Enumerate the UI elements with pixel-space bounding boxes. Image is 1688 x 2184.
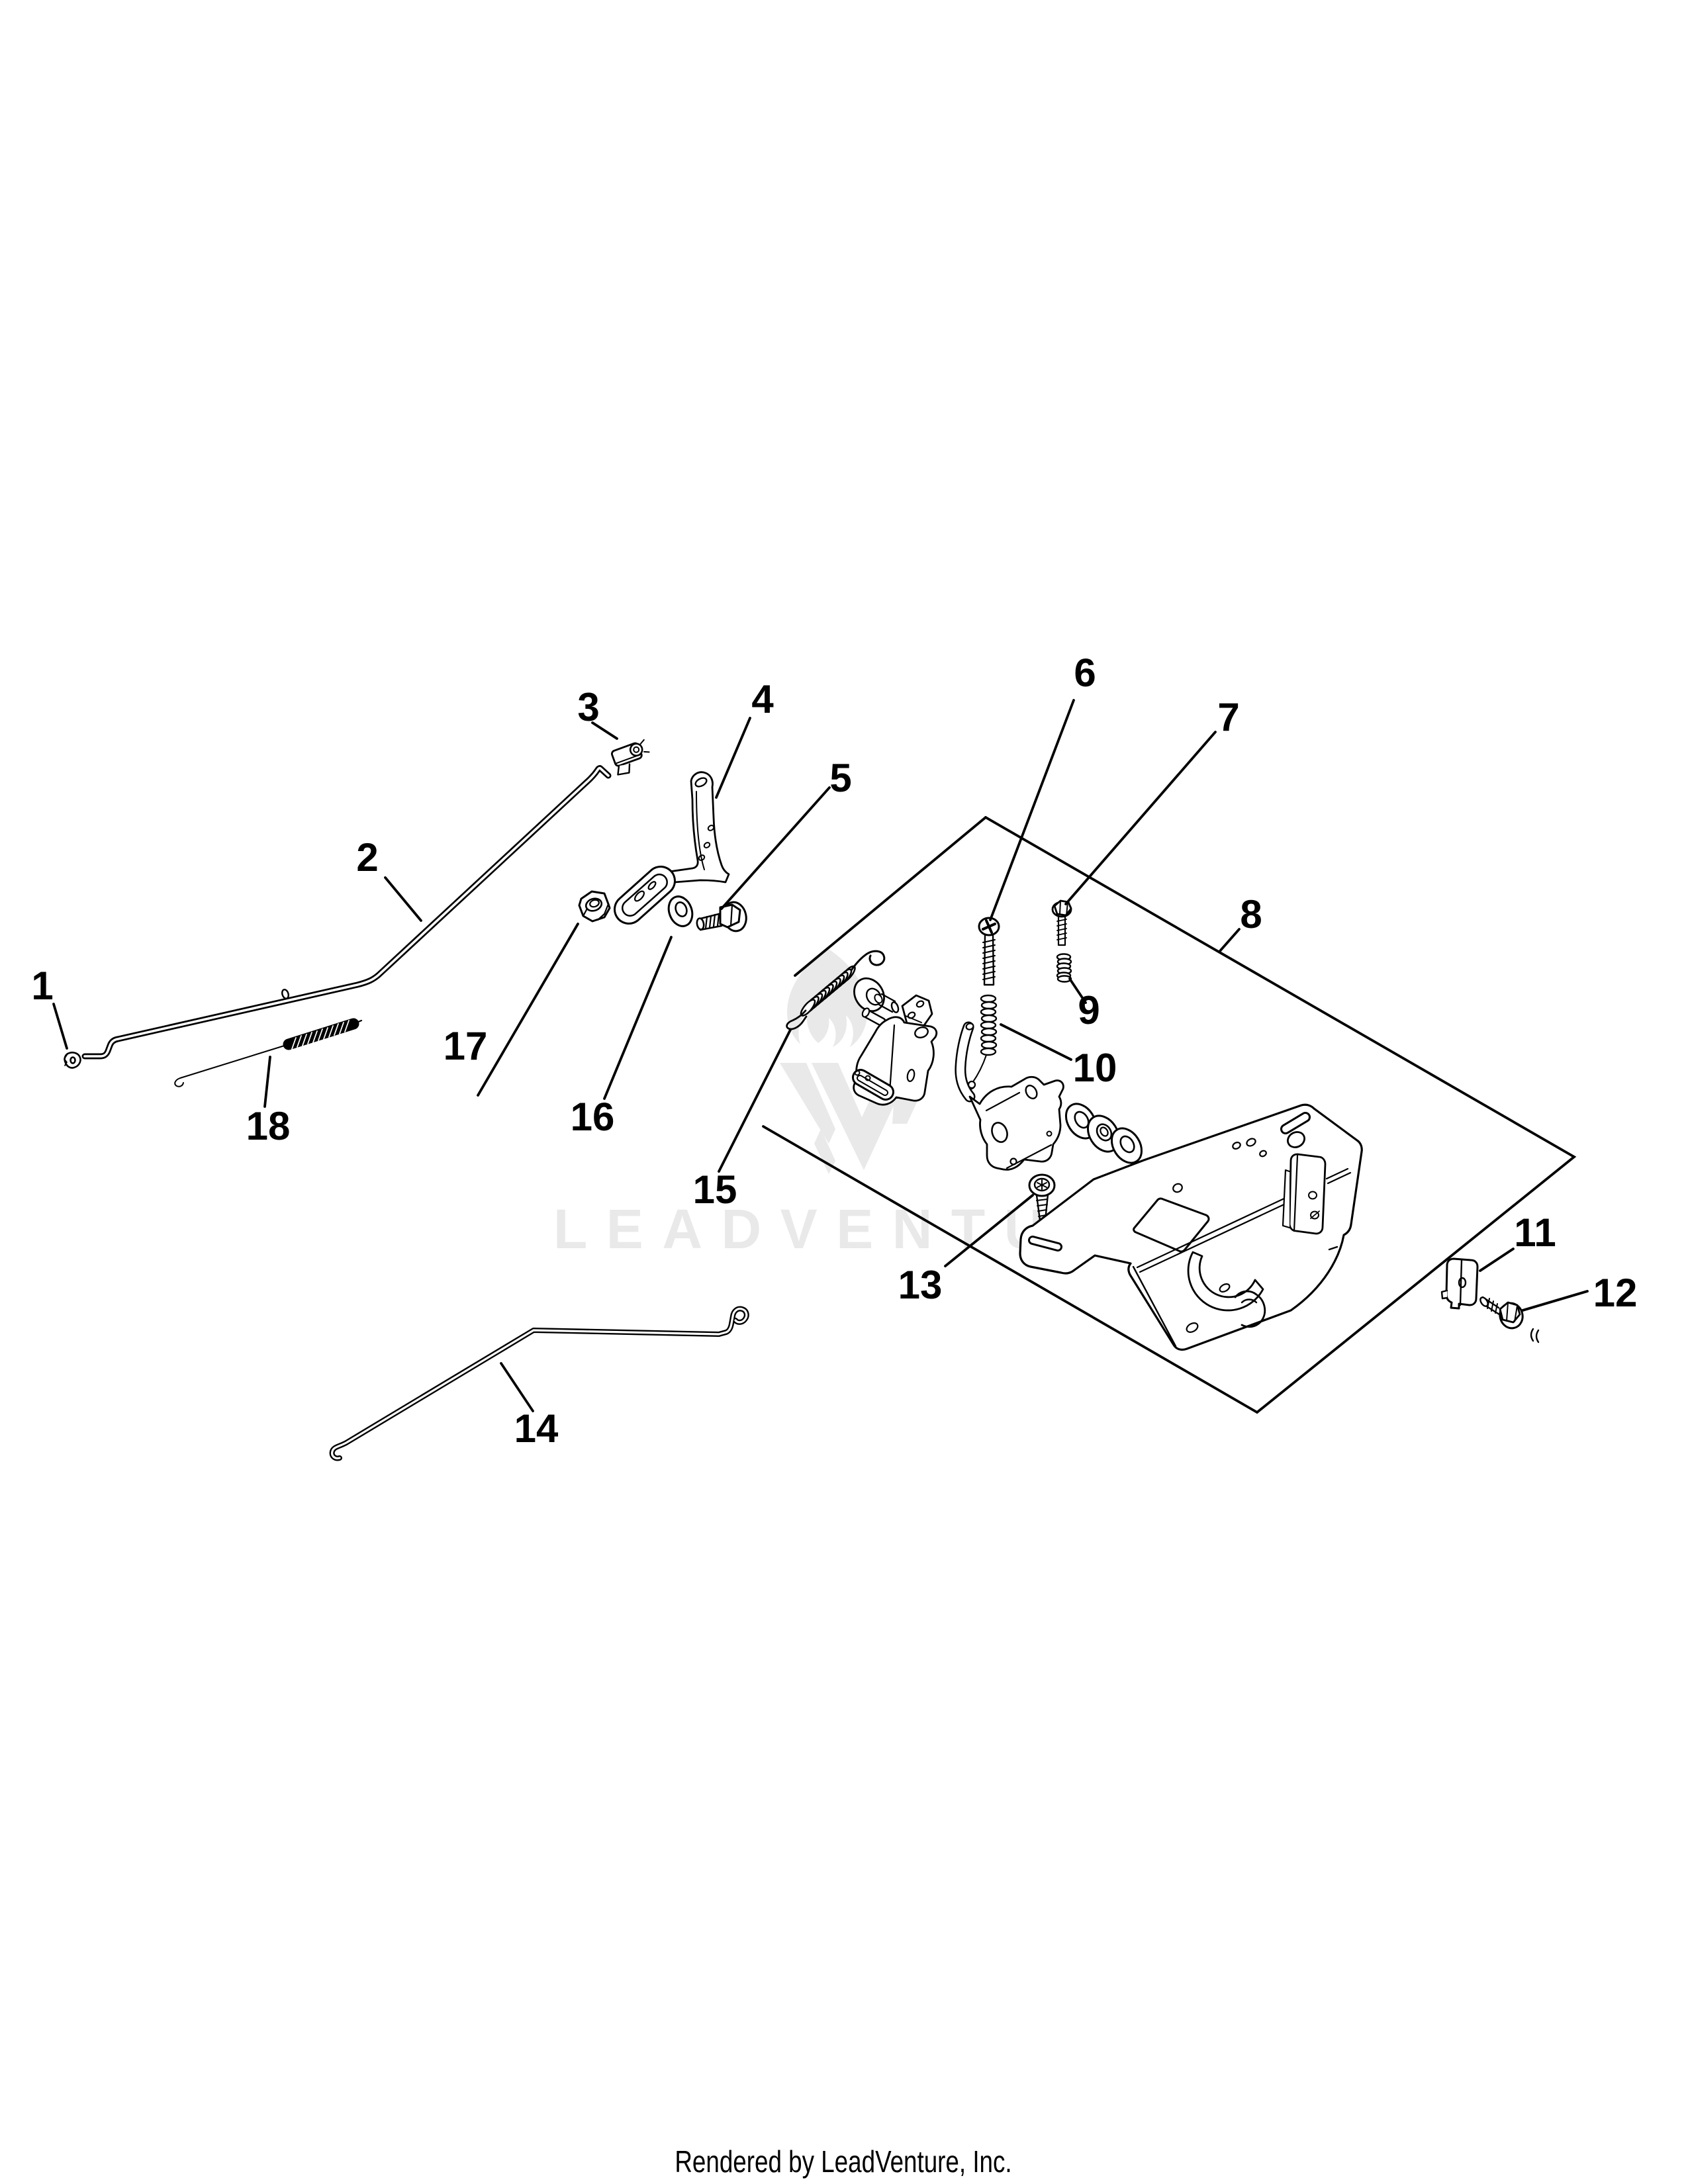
svg-text:11: 11 [1514,1210,1556,1255]
svg-text:18: 18 [246,1104,291,1148]
svg-text:9: 9 [1078,988,1100,1032]
svg-text:17: 17 [444,1024,488,1068]
svg-text:3: 3 [577,685,599,729]
svg-text:12: 12 [1593,1271,1638,1315]
svg-text:8: 8 [1240,892,1262,936]
svg-text:14: 14 [514,1406,559,1451]
svg-text:15: 15 [693,1167,737,1212]
svg-text:1: 1 [31,964,53,1008]
svg-text:10: 10 [1073,1046,1117,1090]
svg-text:7: 7 [1217,695,1239,739]
svg-text:13: 13 [898,1263,943,1307]
svg-text:4: 4 [751,677,774,721]
svg-text:16: 16 [571,1095,615,1139]
svg-text:6: 6 [1074,651,1096,695]
svg-text:2: 2 [356,835,378,880]
svg-text:Rendered by LeadVenture, Inc.: Rendered by LeadVenture, Inc. [675,2144,1011,2179]
svg-text:5: 5 [829,756,851,800]
